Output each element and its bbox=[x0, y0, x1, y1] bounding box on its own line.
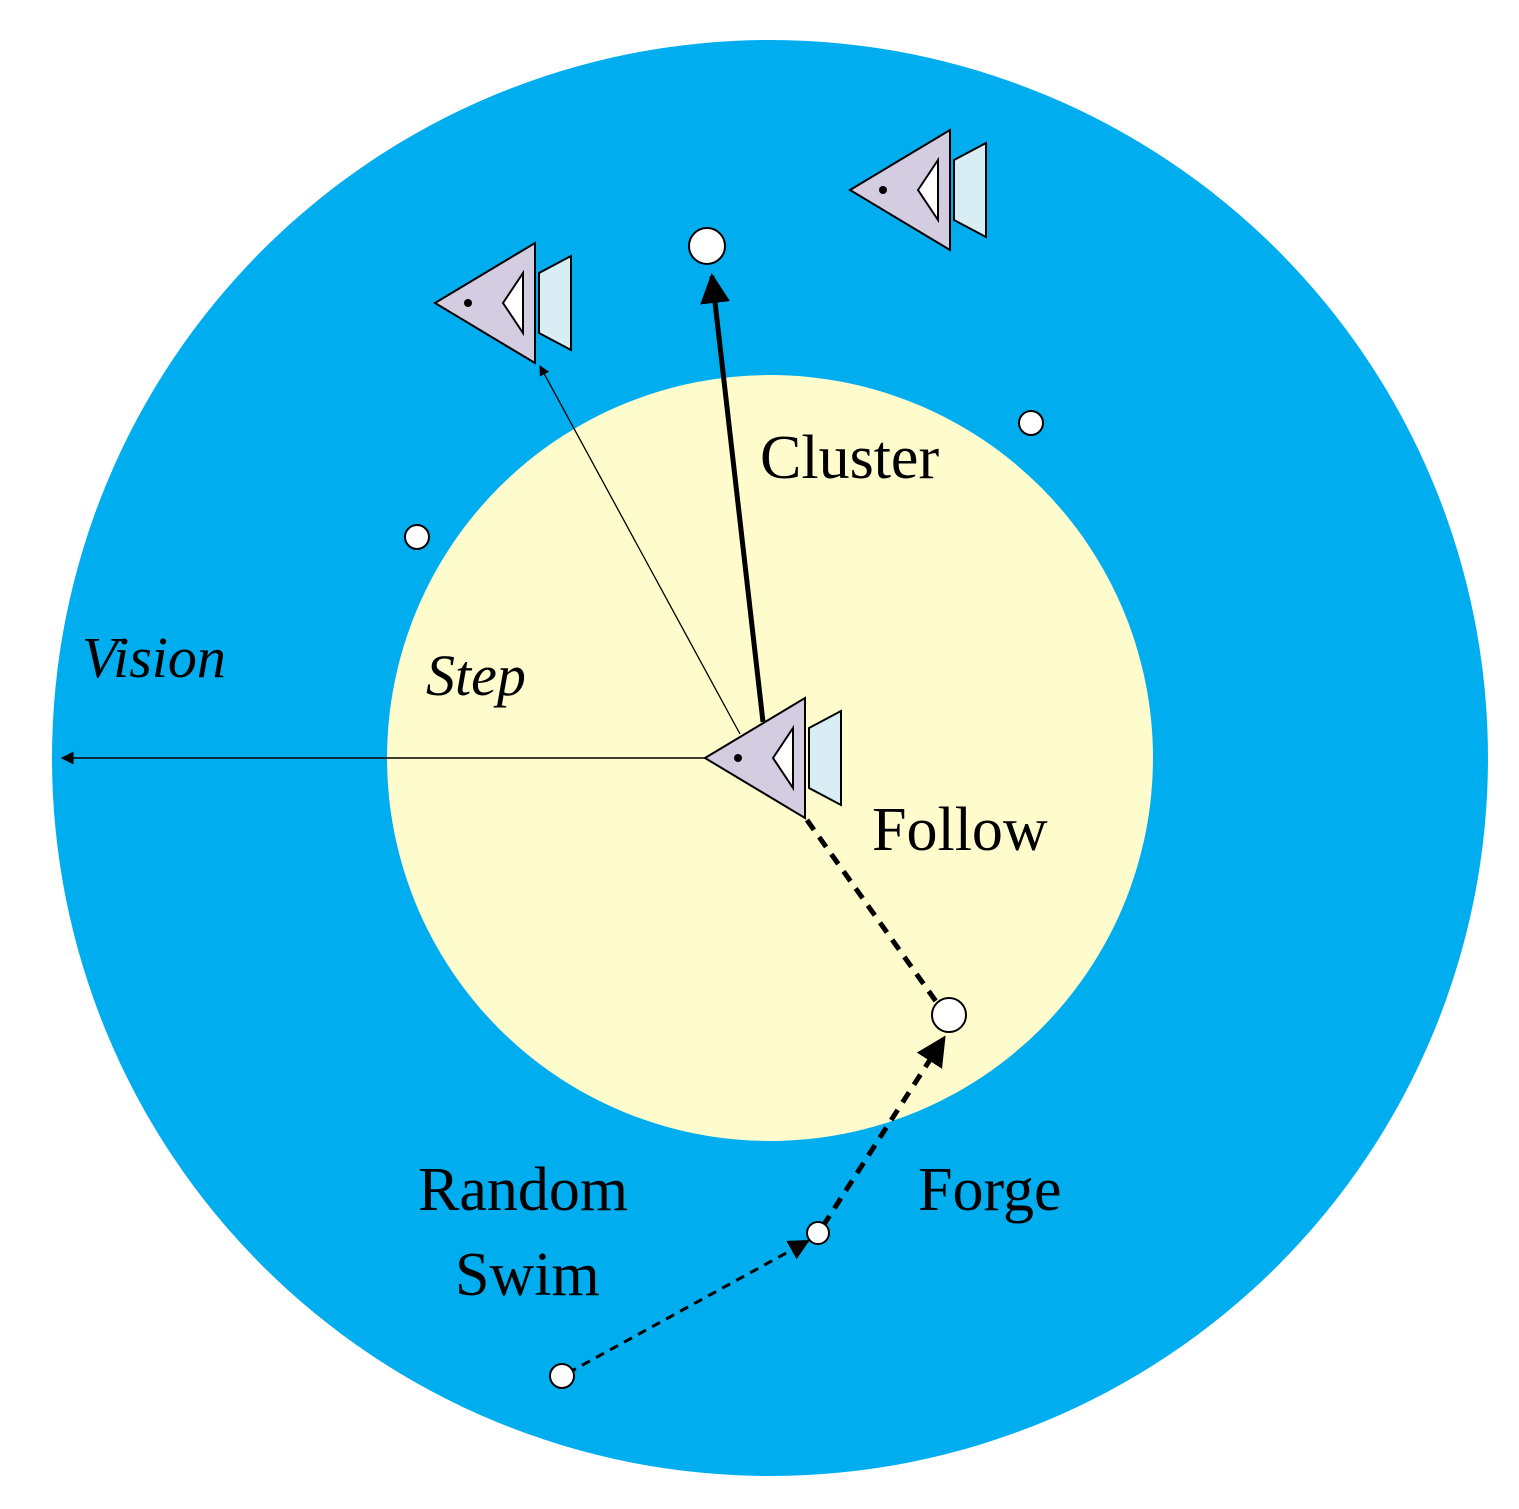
food-dot-icon bbox=[549, 1363, 575, 1389]
food-dot-icon bbox=[404, 524, 430, 550]
forge-dashed-arrow bbox=[820, 1035, 947, 1228]
step-label: Step bbox=[426, 643, 526, 708]
vision-label: Vision bbox=[82, 625, 226, 690]
follow-label: Follow bbox=[872, 796, 1048, 864]
swarm-direction-arrow bbox=[539, 365, 741, 735]
cluster-arrow bbox=[700, 273, 766, 723]
food-dot-icon bbox=[806, 1221, 830, 1245]
cluster-label: Cluster bbox=[760, 424, 939, 492]
food-dot-icon bbox=[931, 997, 967, 1033]
food-dot-icon bbox=[1018, 410, 1044, 436]
random-swim-label-line2: Swim bbox=[455, 1241, 600, 1309]
random-swim-label-line1: Random bbox=[418, 1156, 628, 1224]
random-swim-dashed-arrow bbox=[567, 1239, 810, 1375]
food-dot-icon bbox=[688, 227, 726, 265]
forge-label: Forge bbox=[918, 1156, 1062, 1224]
follow-dashed-line bbox=[804, 818, 943, 1009]
